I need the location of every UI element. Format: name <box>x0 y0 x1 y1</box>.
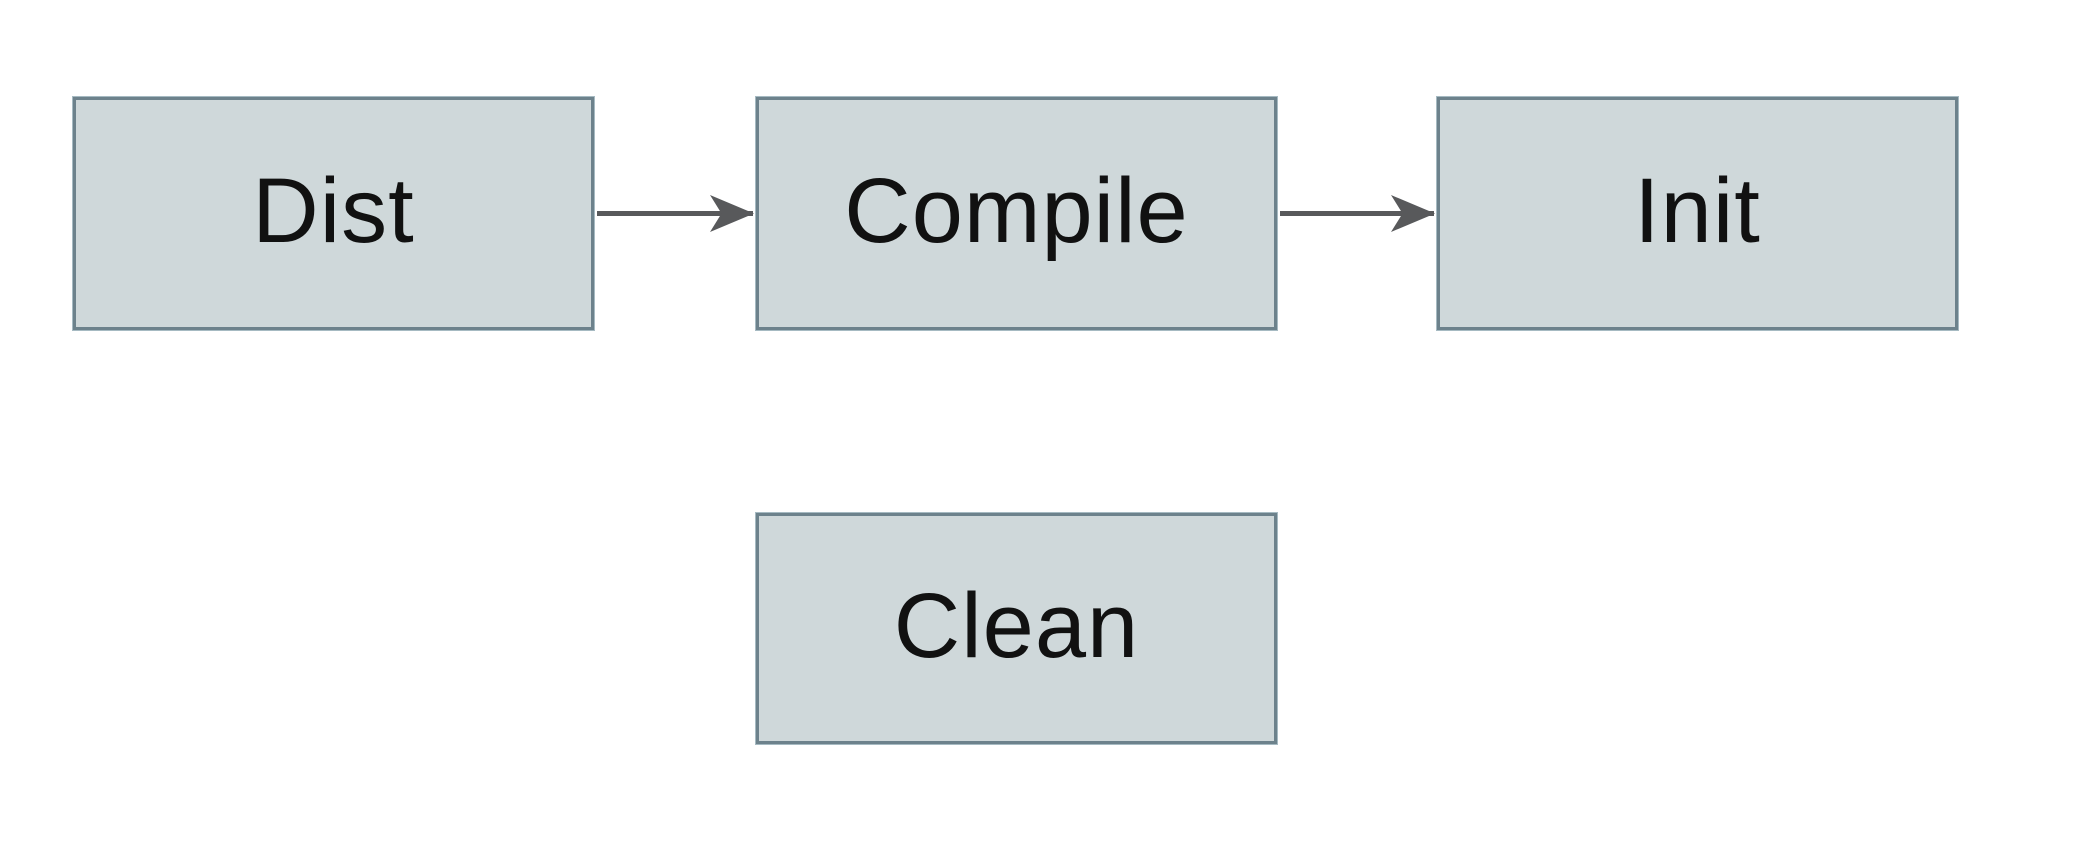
node-compile-label: Compile <box>844 159 1189 262</box>
node-clean-label: Clean <box>893 574 1140 677</box>
node-dist-label: Dist <box>252 159 415 262</box>
node-compile: Compile <box>756 97 1277 330</box>
node-clean: Clean <box>756 513 1277 744</box>
node-dist: Dist <box>73 97 594 330</box>
node-init: Init <box>1437 97 1958 330</box>
node-init-label: Init <box>1634 159 1761 262</box>
